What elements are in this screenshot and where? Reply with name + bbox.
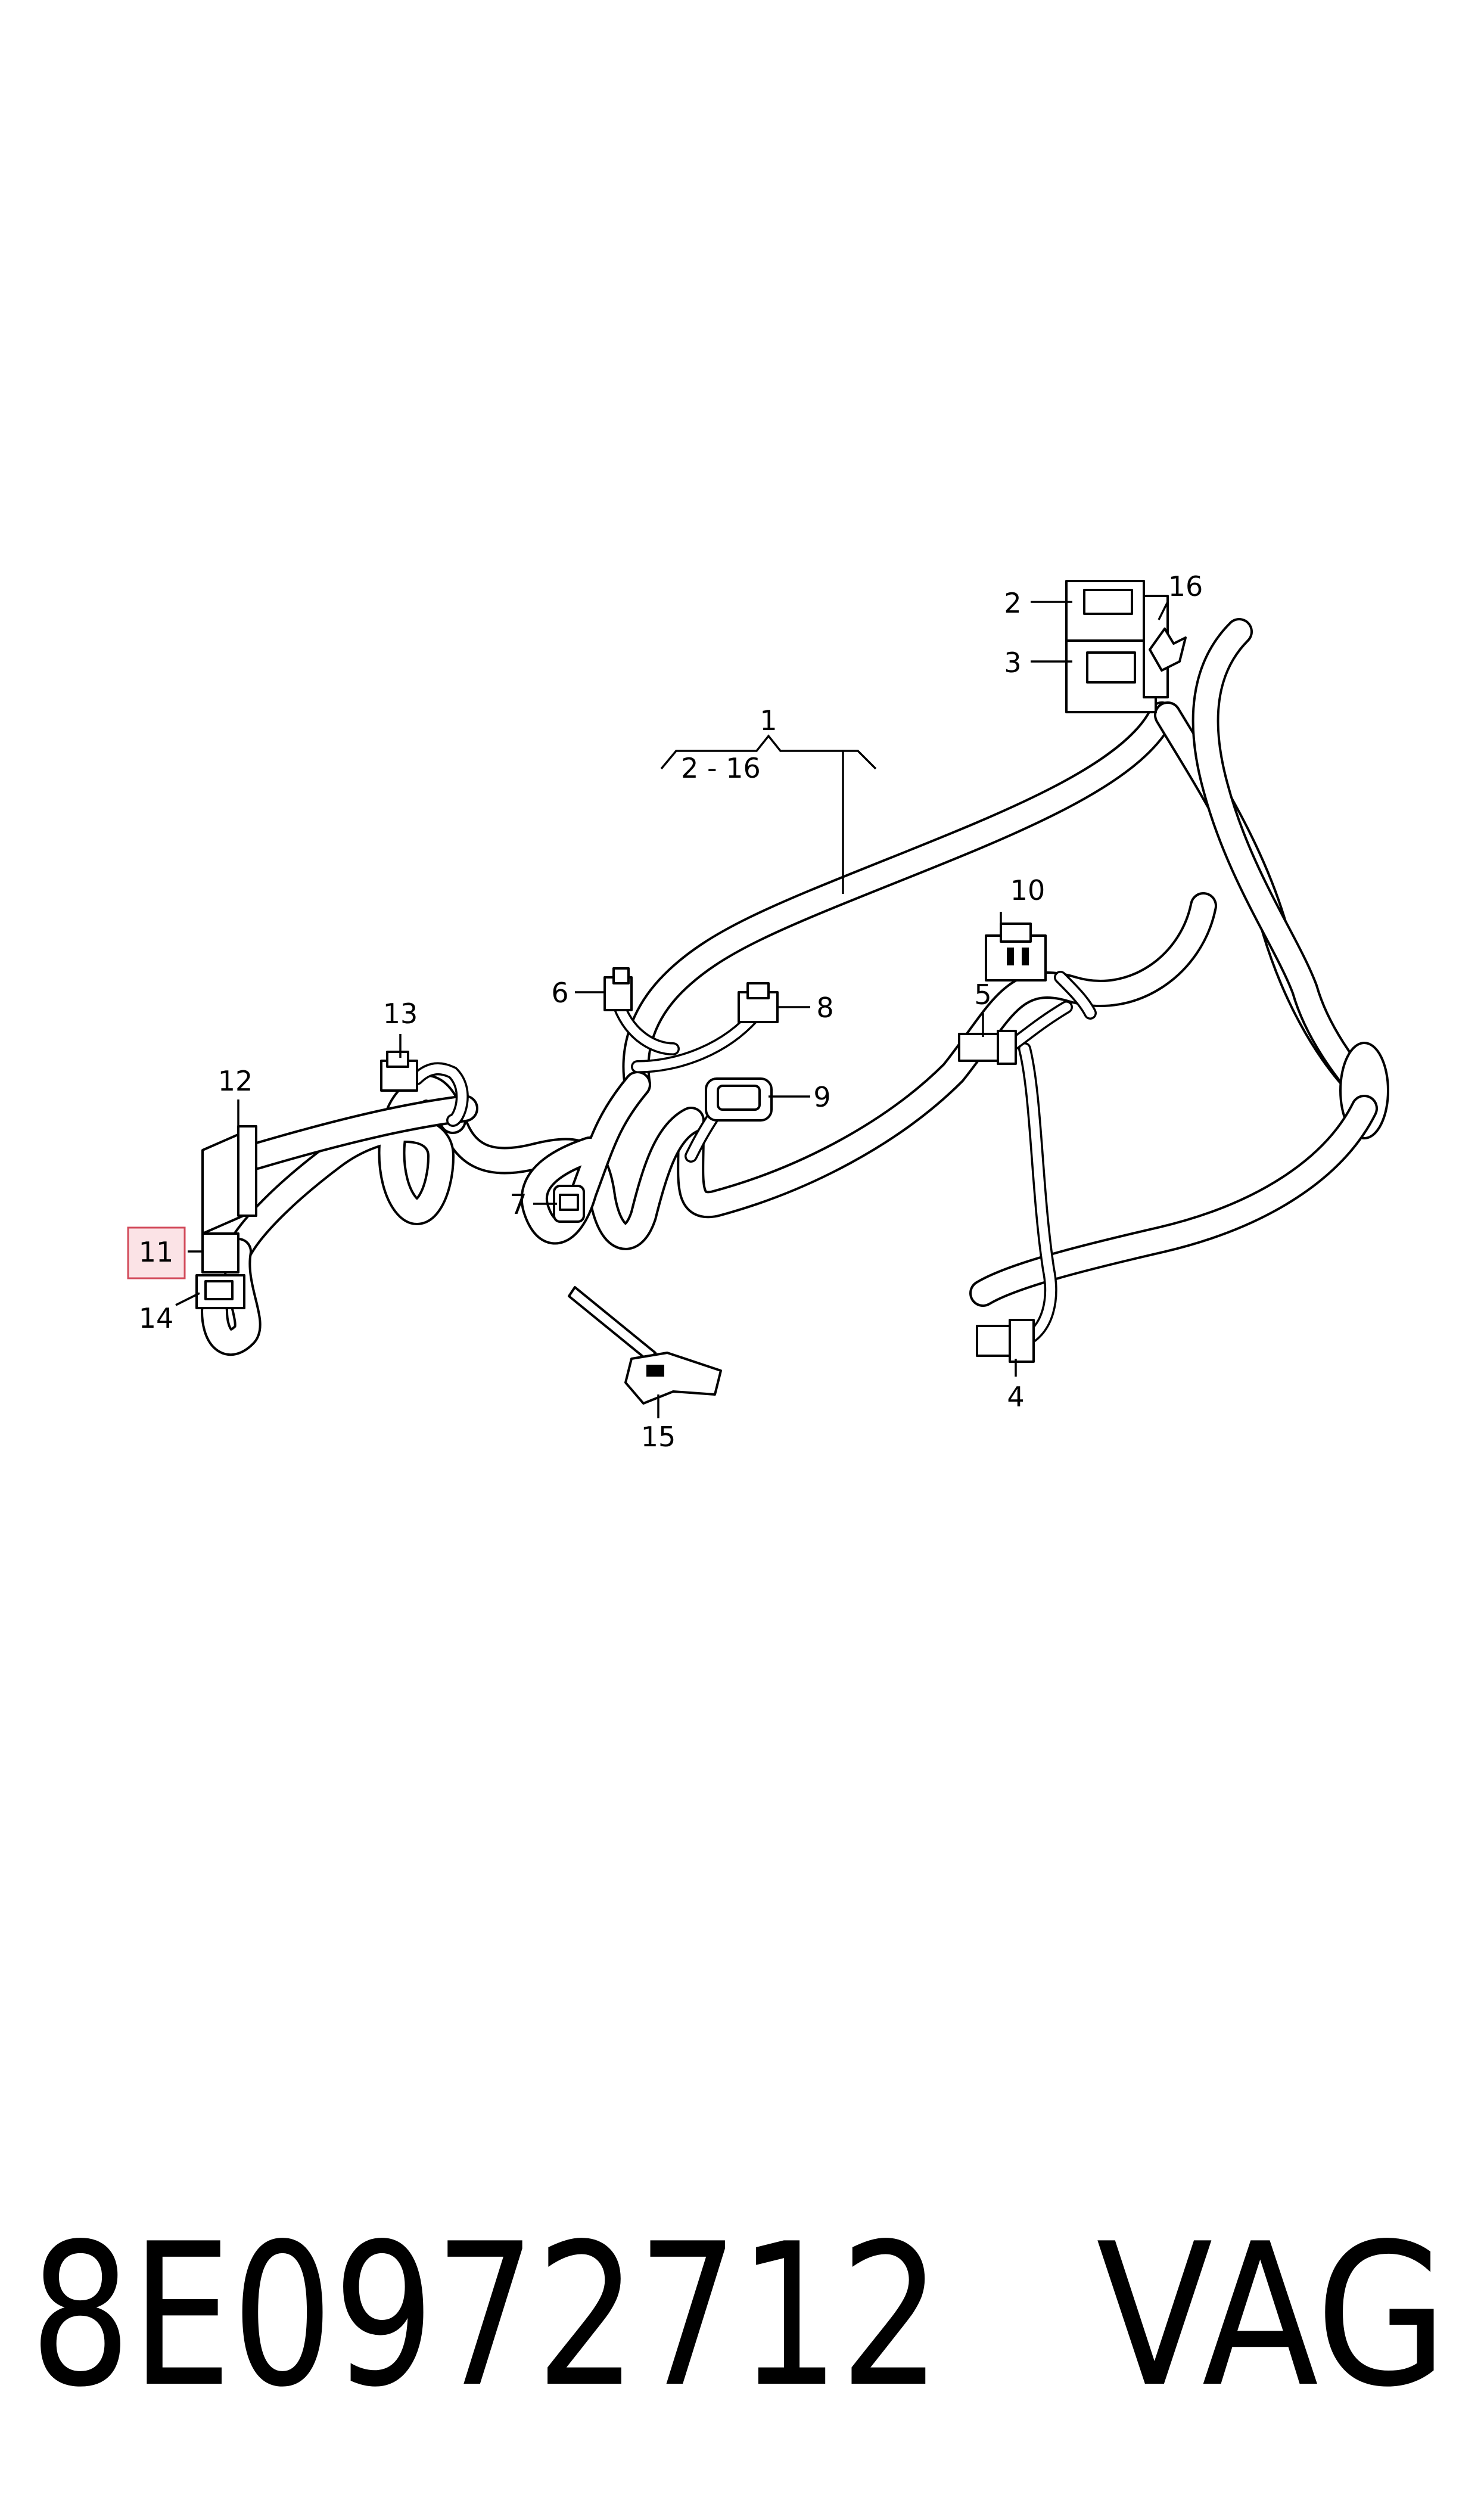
callout-4: 4	[1007, 1381, 1024, 1413]
callout-15: 15	[641, 1421, 676, 1453]
callout-1: 1	[760, 704, 777, 737]
harness-cables	[201, 618, 1389, 1356]
connector-12	[201, 1125, 257, 1235]
clip-16	[1149, 628, 1187, 672]
connector-6	[603, 967, 633, 1011]
callout-8: 8	[816, 992, 833, 1024]
callout-9: 9	[813, 1081, 830, 1113]
connector-13	[380, 1051, 418, 1092]
callout-6: 6	[551, 977, 568, 1009]
callout-7: 7	[509, 1188, 527, 1220]
callout-5: 5	[974, 979, 991, 1011]
part-number: 8E0972712	[30, 2201, 941, 2430]
callout-labels: 1 2 - 16 2 3 16 10 5 4 6 8 9 7 13 12 11 …	[139, 570, 1203, 1453]
callout-12: 12	[218, 1065, 253, 1097]
callout-10: 10	[1010, 874, 1046, 906]
callout-2: 2	[1004, 587, 1021, 619]
callout-3: 3	[1004, 647, 1021, 679]
connector-7	[553, 1185, 585, 1223]
connector-9	[705, 1077, 773, 1122]
connector-5	[958, 1030, 1017, 1065]
connector-14	[195, 1274, 245, 1309]
callout-16: 16	[1168, 570, 1203, 602]
callout-11: 11	[139, 1236, 174, 1268]
connector-10	[985, 923, 1047, 981]
callout-1-range: 2 - 16	[681, 752, 761, 784]
connector-11	[201, 1232, 239, 1274]
connector-8	[738, 982, 779, 1023]
connector-4	[976, 1319, 1035, 1363]
callout-13: 13	[383, 998, 418, 1030]
callout-14: 14	[139, 1302, 174, 1334]
leader-lines	[175, 601, 1169, 1418]
brand-label: VAG	[1096, 2201, 1448, 2430]
highlight-box-11	[127, 1226, 186, 1279]
cable-tie-15	[568, 1286, 722, 1405]
